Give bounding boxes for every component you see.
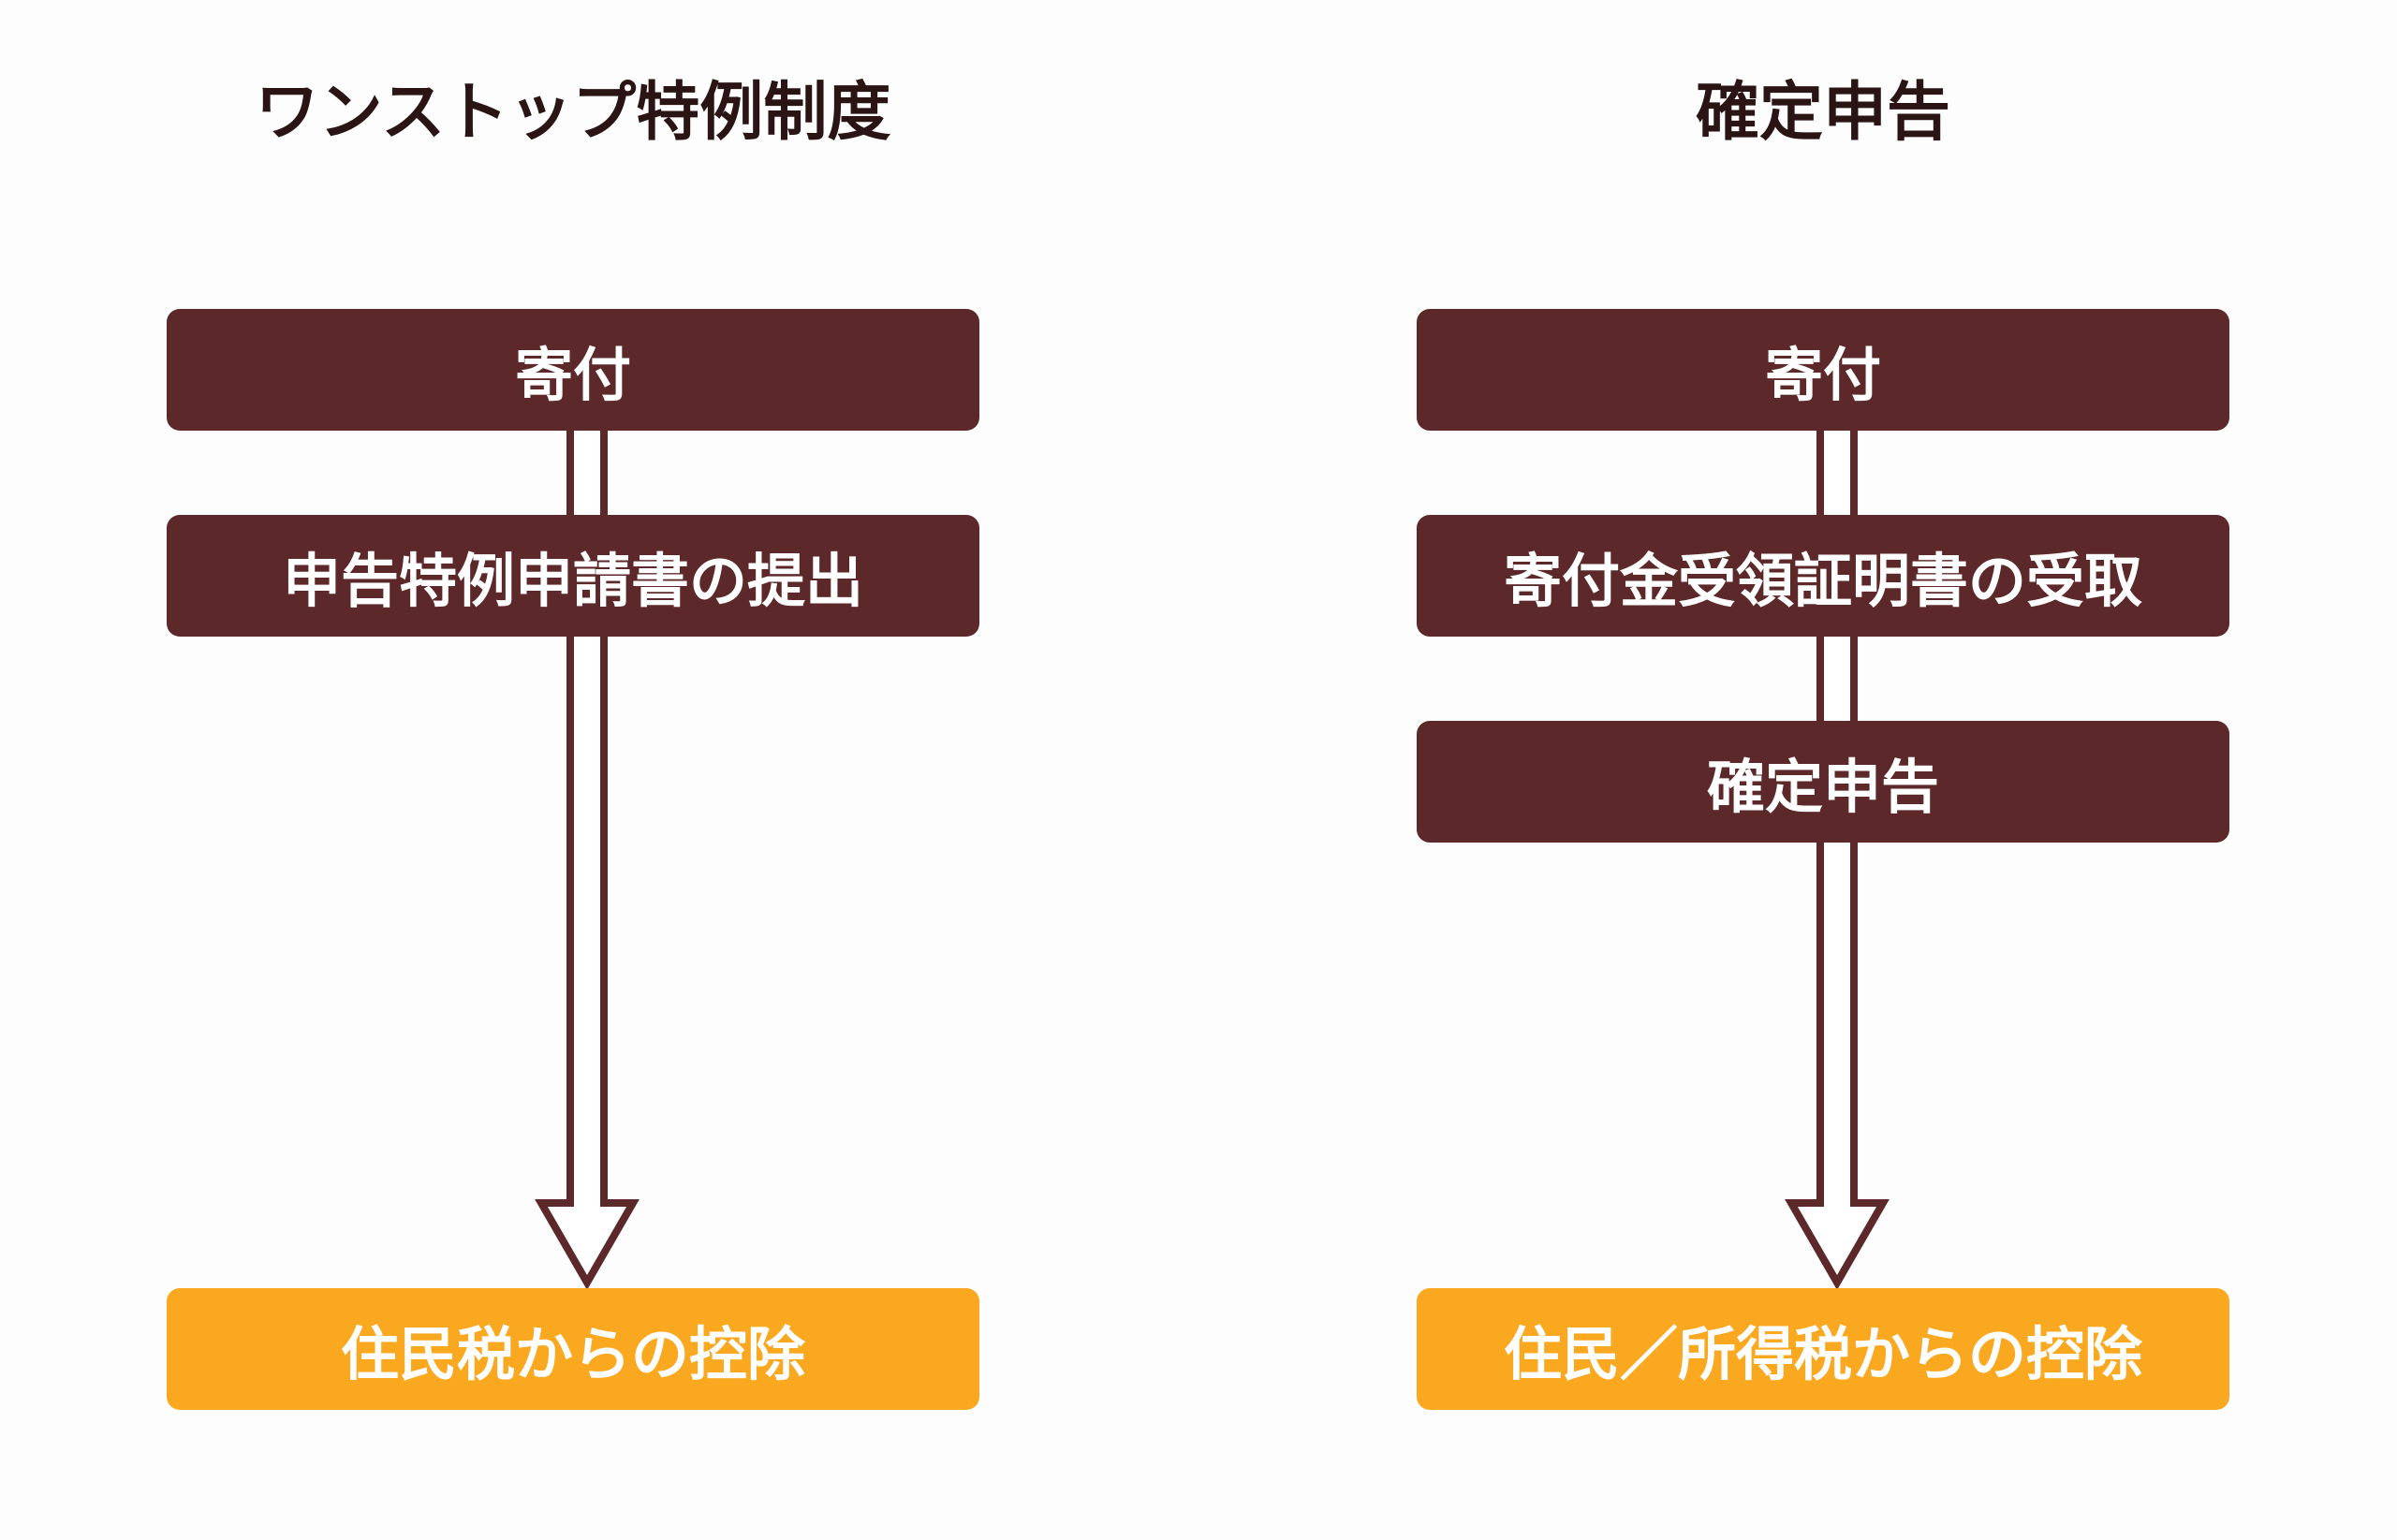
tax-return-title: 確定申告 bbox=[1695, 75, 1950, 150]
right-step-tax-return: 確定申告 bbox=[1417, 721, 2229, 843]
right-step-donation: 寄付 bbox=[1417, 309, 2229, 431]
left-step-application: 申告特例申請書の提出 bbox=[167, 515, 979, 637]
one-stop-title: ワンストップ特例制度 bbox=[255, 75, 891, 150]
right-result-deduction: 住民／所得税からの控除 bbox=[1417, 1288, 2229, 1410]
right-step-certificate: 寄付金受領証明書の受取 bbox=[1417, 515, 2229, 637]
left-result-deduction: 住民税からの控除 bbox=[167, 1288, 979, 1410]
left-step-donation: 寄付 bbox=[167, 309, 979, 431]
